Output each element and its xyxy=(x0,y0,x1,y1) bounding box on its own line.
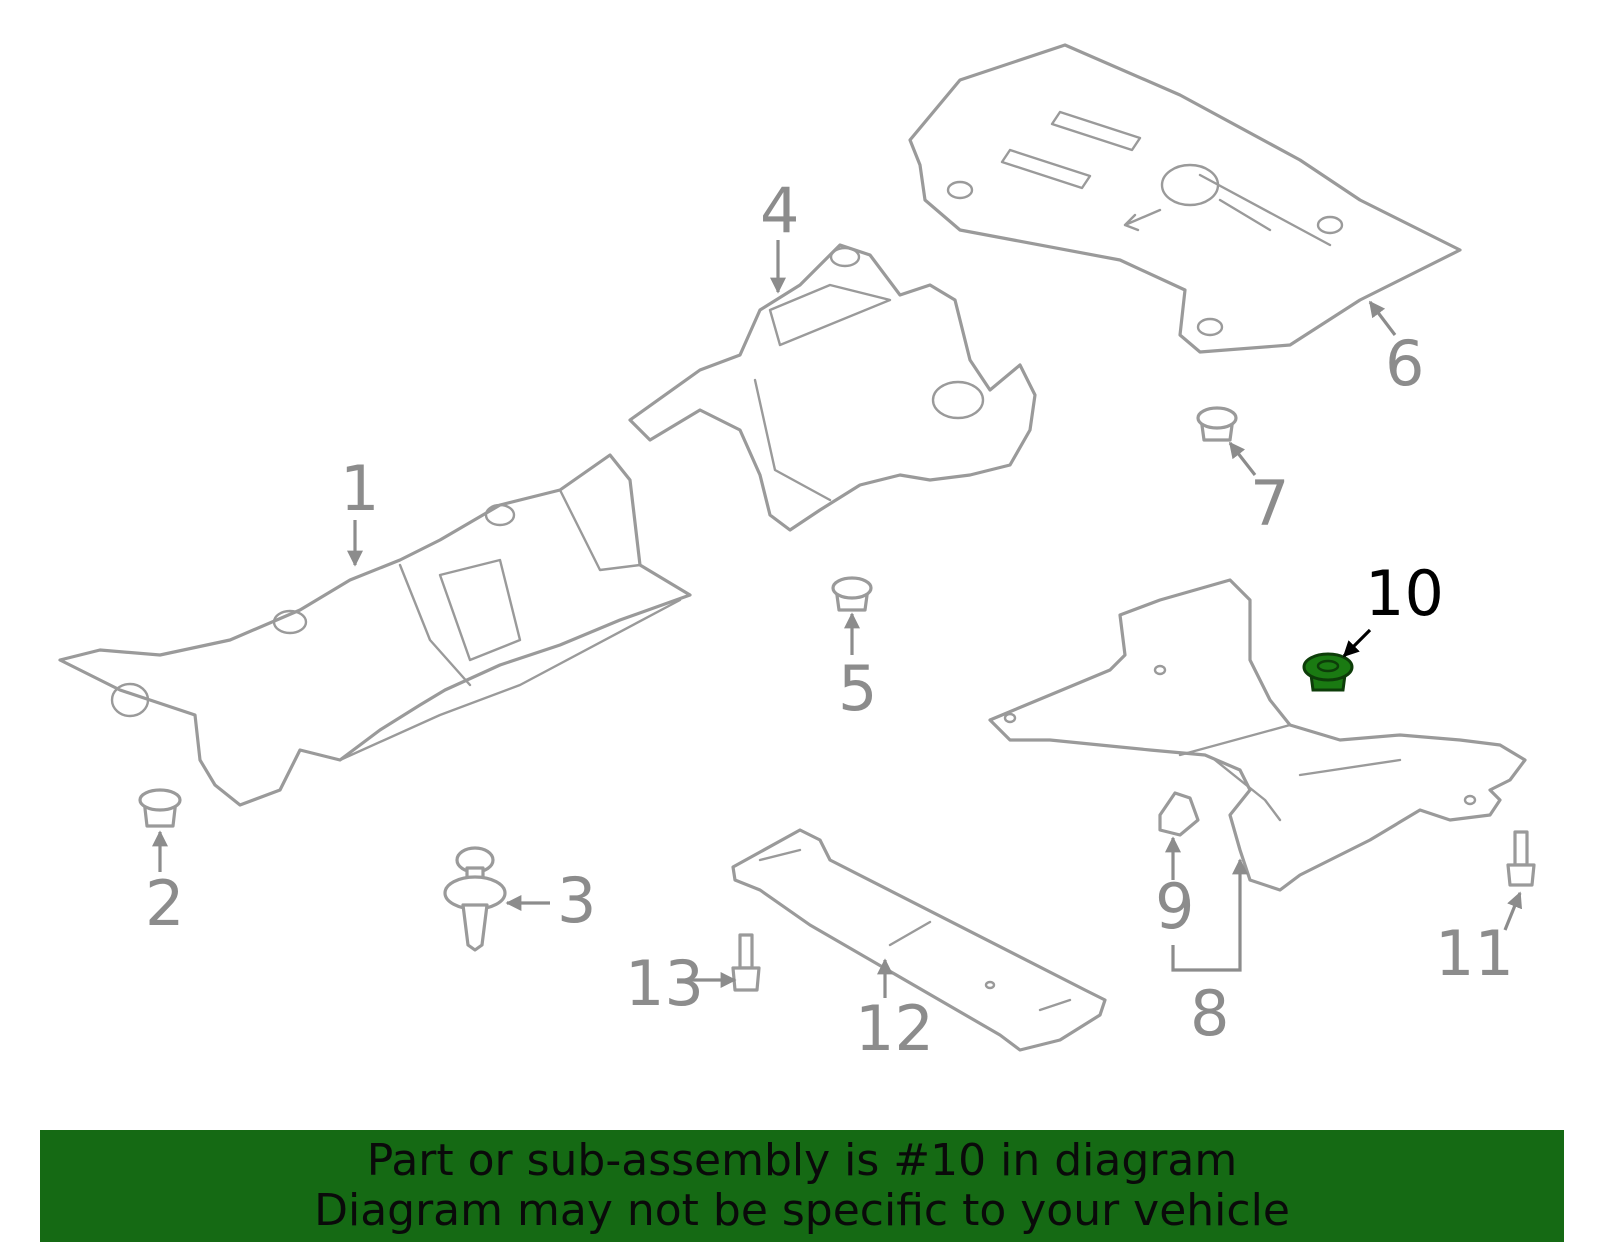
part-8-subframe xyxy=(988,578,1527,892)
part-10-nut-highlighted xyxy=(1302,652,1354,692)
leader-lines xyxy=(152,240,1523,998)
part-12-brace xyxy=(731,828,1107,1052)
part-5-nut xyxy=(831,576,873,612)
part-11-bolt xyxy=(1506,830,1536,887)
part-3-push-clip xyxy=(443,846,507,952)
part-1-shield xyxy=(58,453,692,807)
part-13-bolt xyxy=(731,933,761,992)
part-7-nut xyxy=(1196,406,1238,442)
banner-line-1: Part or sub-assembly is #10 in diagram xyxy=(366,1135,1238,1186)
callout-4: 4 xyxy=(760,174,799,247)
part-9-bumper xyxy=(1158,791,1200,837)
callout-8: 8 xyxy=(1190,977,1229,1050)
callout-7: 7 xyxy=(1250,467,1289,540)
callout-10: 10 xyxy=(1365,557,1444,630)
part-4-shield xyxy=(628,243,1037,532)
callout-9: 9 xyxy=(1155,870,1194,943)
callout-12: 12 xyxy=(855,992,934,1065)
callout-1: 1 xyxy=(340,452,379,525)
callout-11: 11 xyxy=(1435,917,1514,990)
info-banner: Part or sub-assembly is #10 in diagram D… xyxy=(40,1130,1564,1242)
parts-diagram: 1 2 3 4 5 6 7 8 9 10 11 12 13 xyxy=(58,43,1536,1065)
callout-13: 13 xyxy=(625,947,704,1020)
callout-5: 5 xyxy=(838,652,877,725)
part-6-shield xyxy=(908,43,1462,354)
banner-line-2: Diagram may not be specific to your vehi… xyxy=(314,1185,1290,1236)
part-2-nut xyxy=(138,788,182,828)
callout-2: 2 xyxy=(145,867,184,940)
callout-3: 3 xyxy=(557,864,596,937)
callout-6: 6 xyxy=(1385,327,1424,400)
